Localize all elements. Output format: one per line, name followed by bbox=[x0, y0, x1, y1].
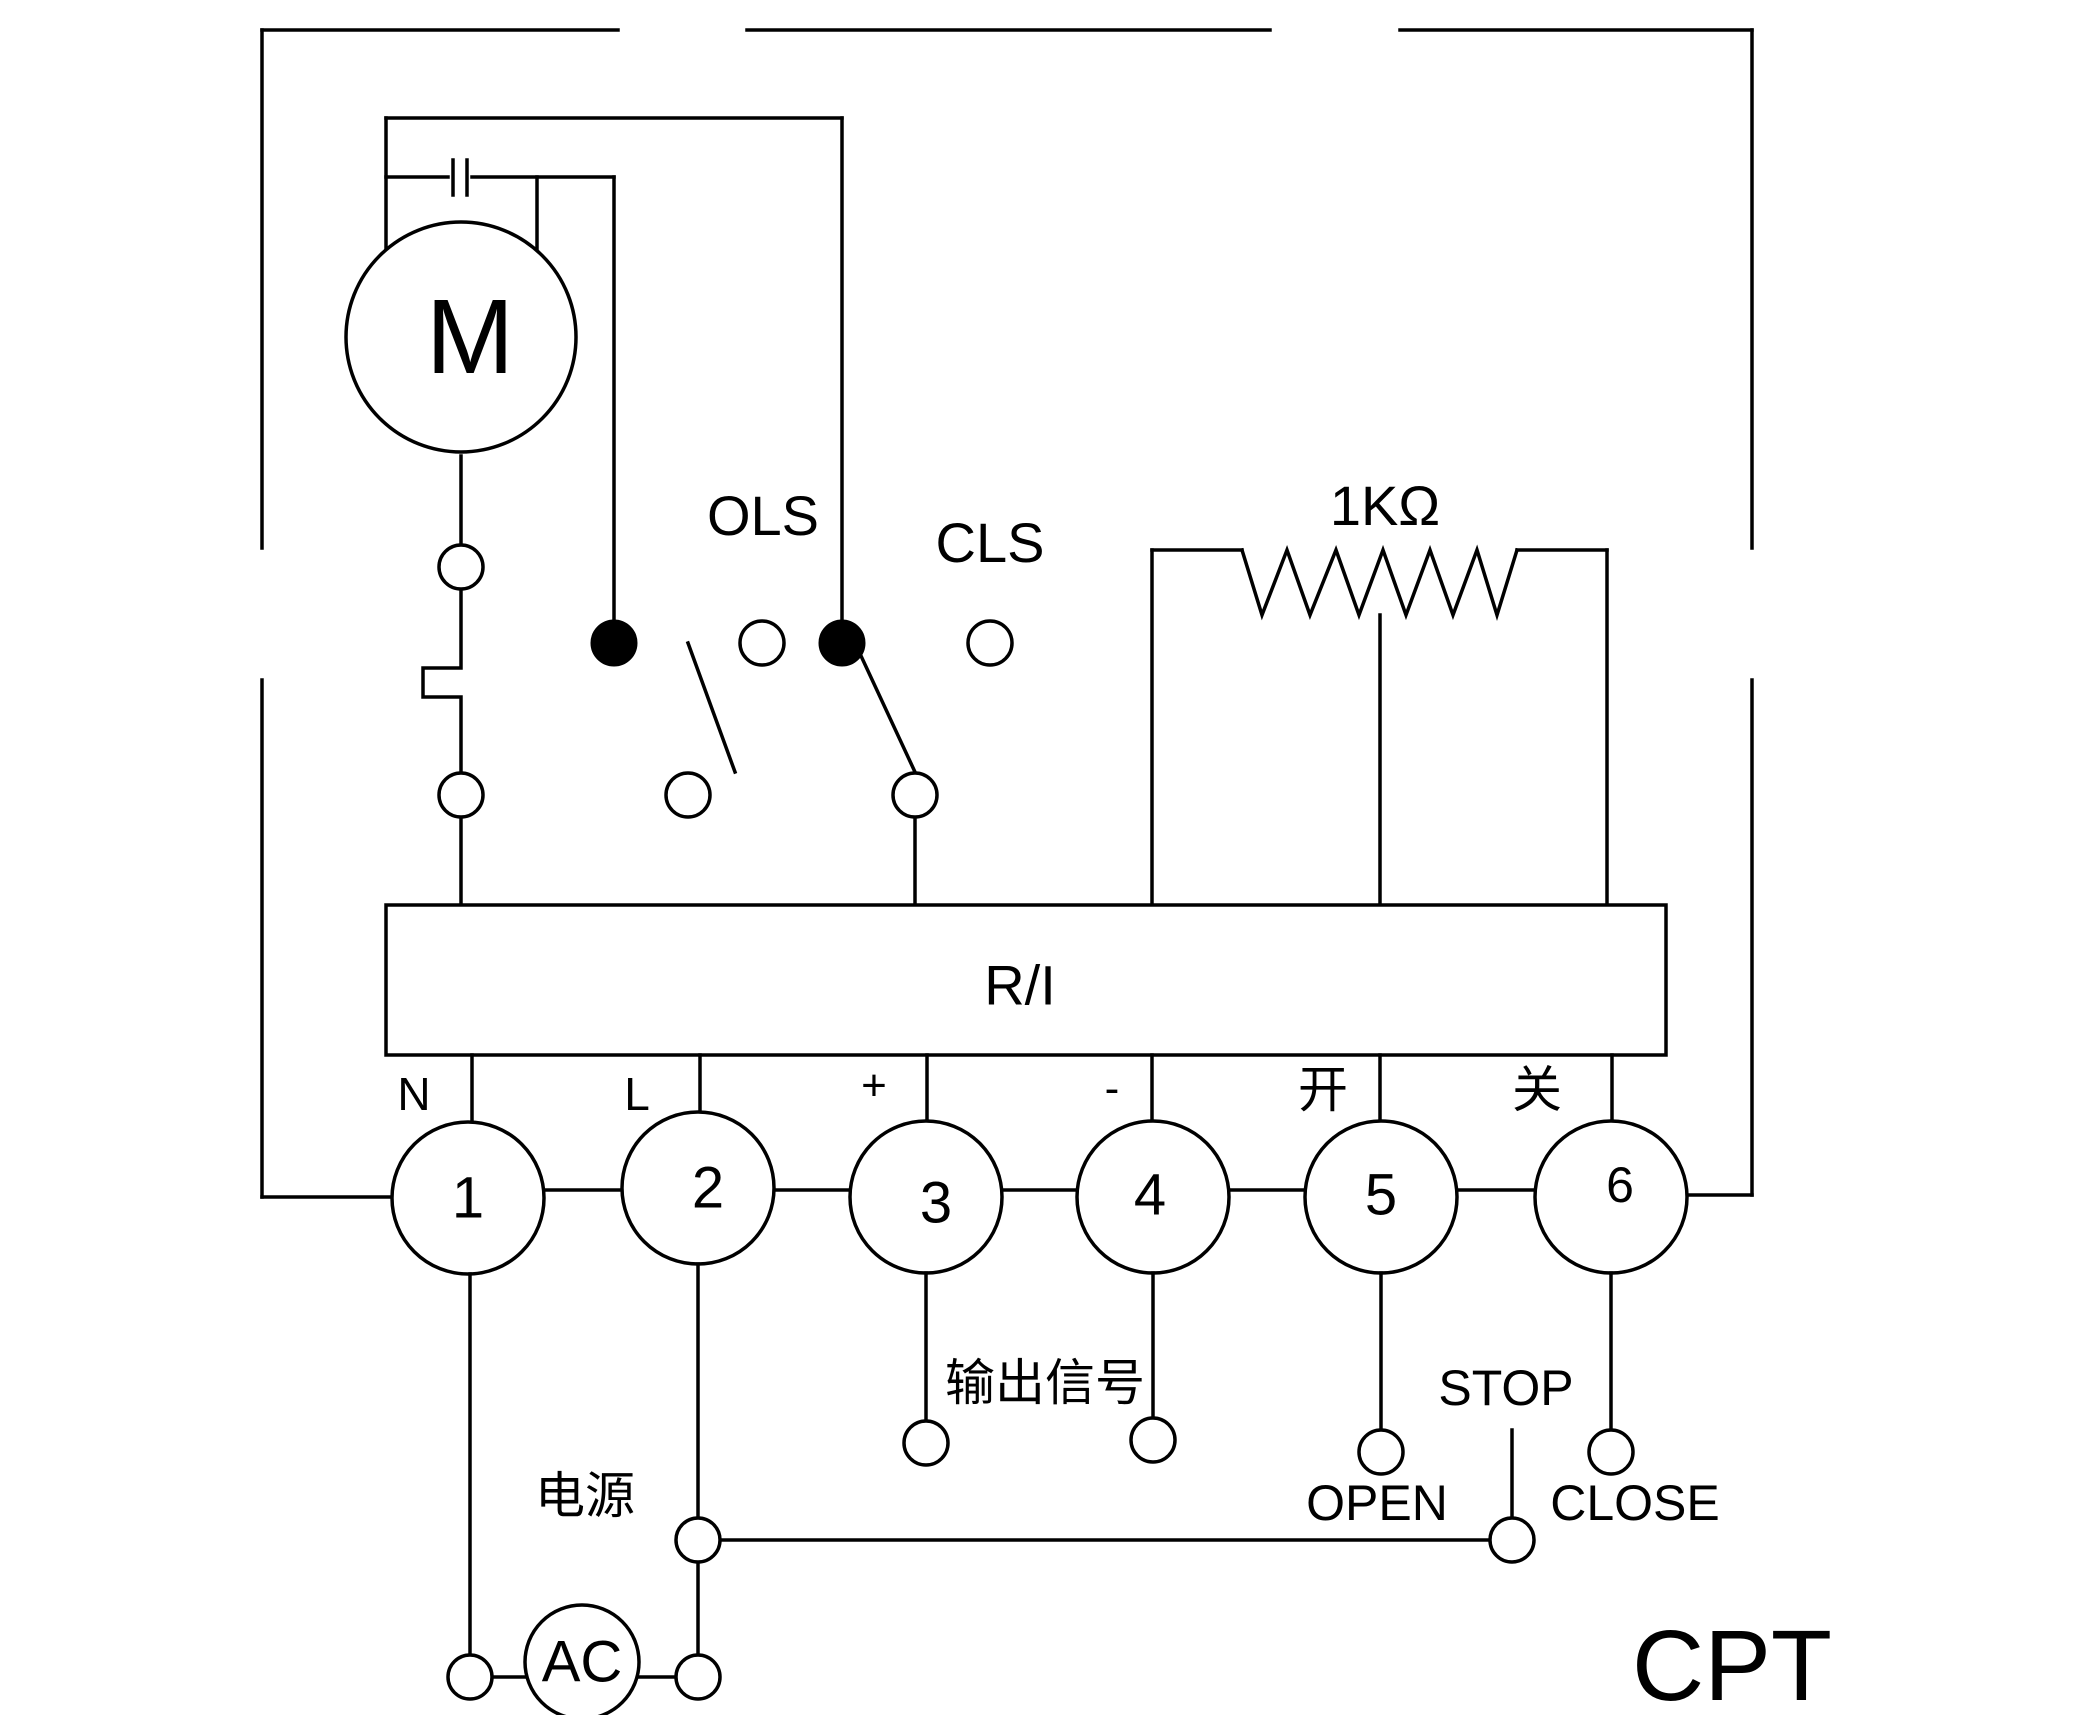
ac-source: AC bbox=[523, 1603, 641, 1715]
n-label: N bbox=[397, 1068, 430, 1120]
terminal-6: 6 bbox=[1533, 1119, 1689, 1275]
svg-text:4: 4 bbox=[1134, 1163, 1166, 1228]
lower-wiring bbox=[468, 1262, 1613, 1679]
lower-contacts bbox=[446, 1416, 1635, 1701]
cls-label: CLS bbox=[936, 511, 1045, 574]
power-label: 电源 bbox=[535, 1467, 635, 1525]
module-to-terminal-wires bbox=[470, 1053, 1614, 1126]
output-signal-label: 输出信号 bbox=[945, 1354, 1145, 1412]
enclosure-dashed-border bbox=[260, 28, 1754, 1199]
svg-text:5: 5 bbox=[1365, 1163, 1397, 1228]
motor-label: M bbox=[426, 278, 514, 396]
model-label: CPT bbox=[1632, 1610, 1832, 1715]
svg-text:6: 6 bbox=[1606, 1157, 1634, 1213]
ols-label: OLS bbox=[707, 484, 819, 547]
stop-label: STOP bbox=[1438, 1360, 1573, 1416]
plus-label: + bbox=[861, 1061, 887, 1110]
close-label: CLOSE bbox=[1550, 1475, 1720, 1531]
potentiometer bbox=[1150, 544, 1609, 907]
terminal-2: 2 bbox=[620, 1110, 776, 1266]
l-label: L bbox=[624, 1068, 650, 1120]
limit-switch-contacts bbox=[437, 543, 1014, 819]
open-label: OPEN bbox=[1306, 1475, 1448, 1531]
open-cn-label: 开 bbox=[1298, 1061, 1348, 1119]
ri-label: R/I bbox=[984, 954, 1056, 1017]
resistor-label: 1KΩ bbox=[1330, 474, 1440, 537]
terminal-4: 4 bbox=[1075, 1119, 1231, 1275]
motor: M bbox=[344, 220, 578, 454]
ac-label: AC bbox=[542, 1630, 623, 1695]
terminal-3: 3 bbox=[848, 1119, 1004, 1275]
minus-label: - bbox=[1105, 1064, 1120, 1113]
close-cn-label: 关 bbox=[1512, 1061, 1562, 1119]
terminal-5: 5 bbox=[1303, 1119, 1459, 1275]
svg-text:3: 3 bbox=[920, 1171, 952, 1236]
svg-text:2: 2 bbox=[692, 1156, 724, 1221]
motor-wiring bbox=[384, 116, 918, 907]
ri-module: R/I bbox=[384, 903, 1668, 1057]
terminal-1: 1 bbox=[390, 1120, 546, 1276]
svg-text:1: 1 bbox=[452, 1166, 484, 1231]
